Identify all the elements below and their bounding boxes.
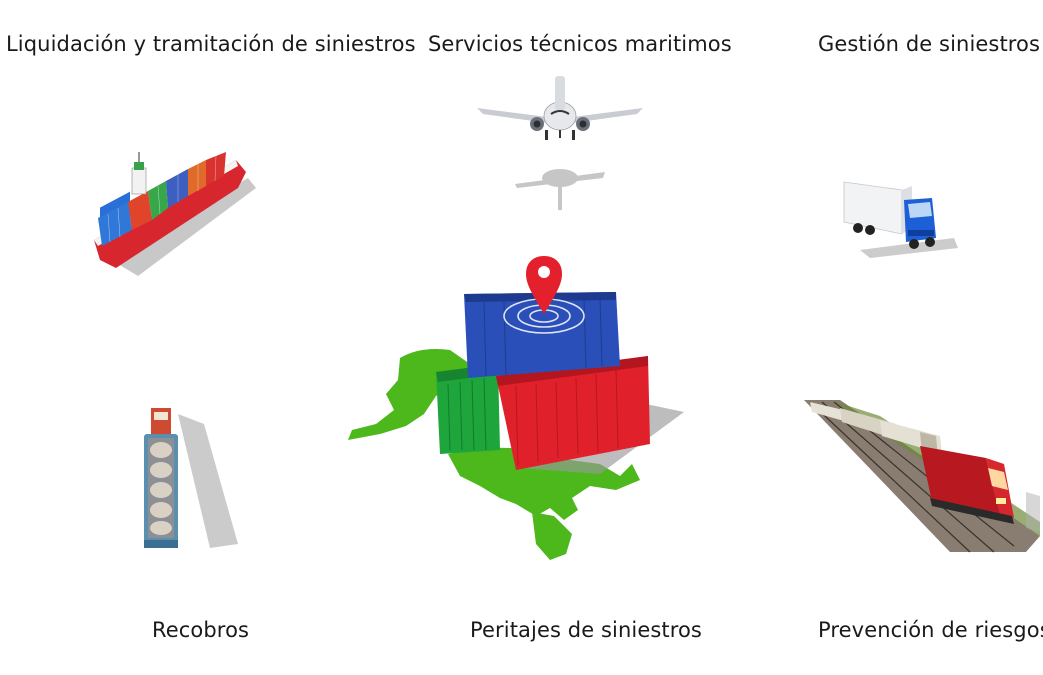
service-label-servicios-tecnicos[interactable]: Servicios técnicos maritimos	[428, 32, 732, 56]
barge-icon[interactable]	[138, 404, 240, 554]
service-label-liquidacion[interactable]: Liquidación y tramitación de siniestros	[6, 32, 416, 56]
freight-train-icon[interactable]	[800, 396, 1040, 556]
service-label-peritajes[interactable]: Peritajes de siniestros	[470, 618, 702, 642]
containers-world-map-icon[interactable]	[340, 254, 690, 564]
container-ship-icon[interactable]	[88, 148, 258, 288]
airplane-icon[interactable]	[475, 74, 645, 216]
truck-icon[interactable]	[840, 176, 960, 258]
service-label-recobros[interactable]: Recobros	[152, 618, 250, 642]
service-label-prevencion[interactable]: Prevención de riesgos	[818, 618, 1043, 642]
service-label-gestion[interactable]: Gestión de siniestros	[818, 32, 1041, 56]
location-pin-icon	[526, 256, 562, 314]
